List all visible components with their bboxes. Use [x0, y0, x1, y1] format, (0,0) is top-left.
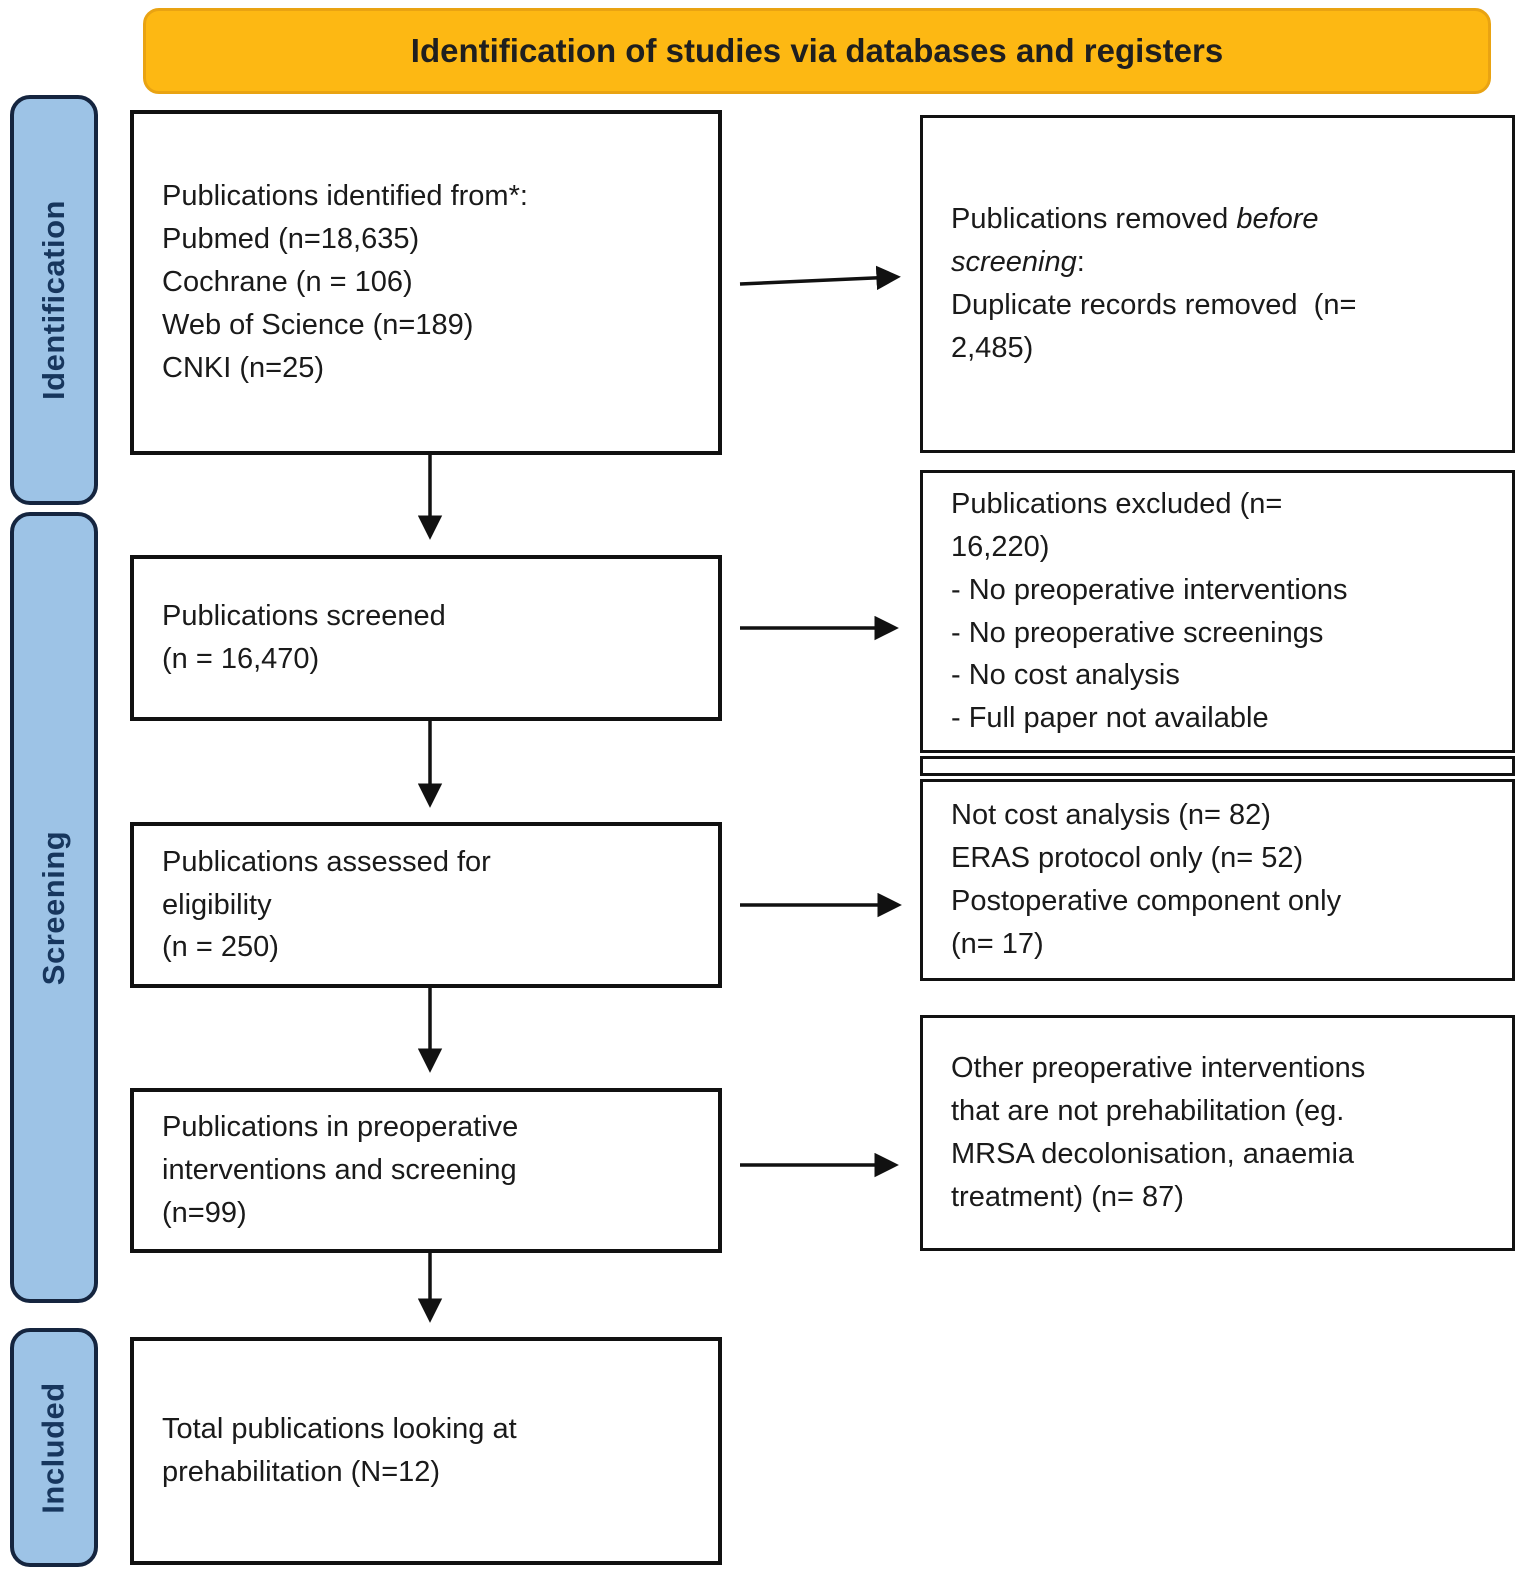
- stage-screening-label: Screening: [36, 830, 72, 985]
- arrow-identified-to-removed: [739, 265, 901, 291]
- stage-identification: Identification: [10, 95, 98, 505]
- box-publications-identified: Publications identified from*:Pubmed (n=…: [130, 110, 722, 455]
- stage-included-label: Included: [36, 1381, 72, 1514]
- stage-screening: Screening: [10, 512, 98, 1303]
- box-exclusion-reasons: Not cost analysis (n= 82)ERAS protocol o…: [920, 779, 1515, 981]
- divider-strip: [920, 756, 1515, 776]
- box-publications-screened: Publications screened(n = 16,470): [130, 555, 722, 721]
- box-publications-excluded: Publications excluded (n=16,220)- No pre…: [920, 470, 1515, 753]
- stage-identification-label: Identification: [36, 200, 72, 400]
- stage-included: Included: [10, 1328, 98, 1567]
- banner-title: Identification of studies via databases …: [143, 8, 1491, 94]
